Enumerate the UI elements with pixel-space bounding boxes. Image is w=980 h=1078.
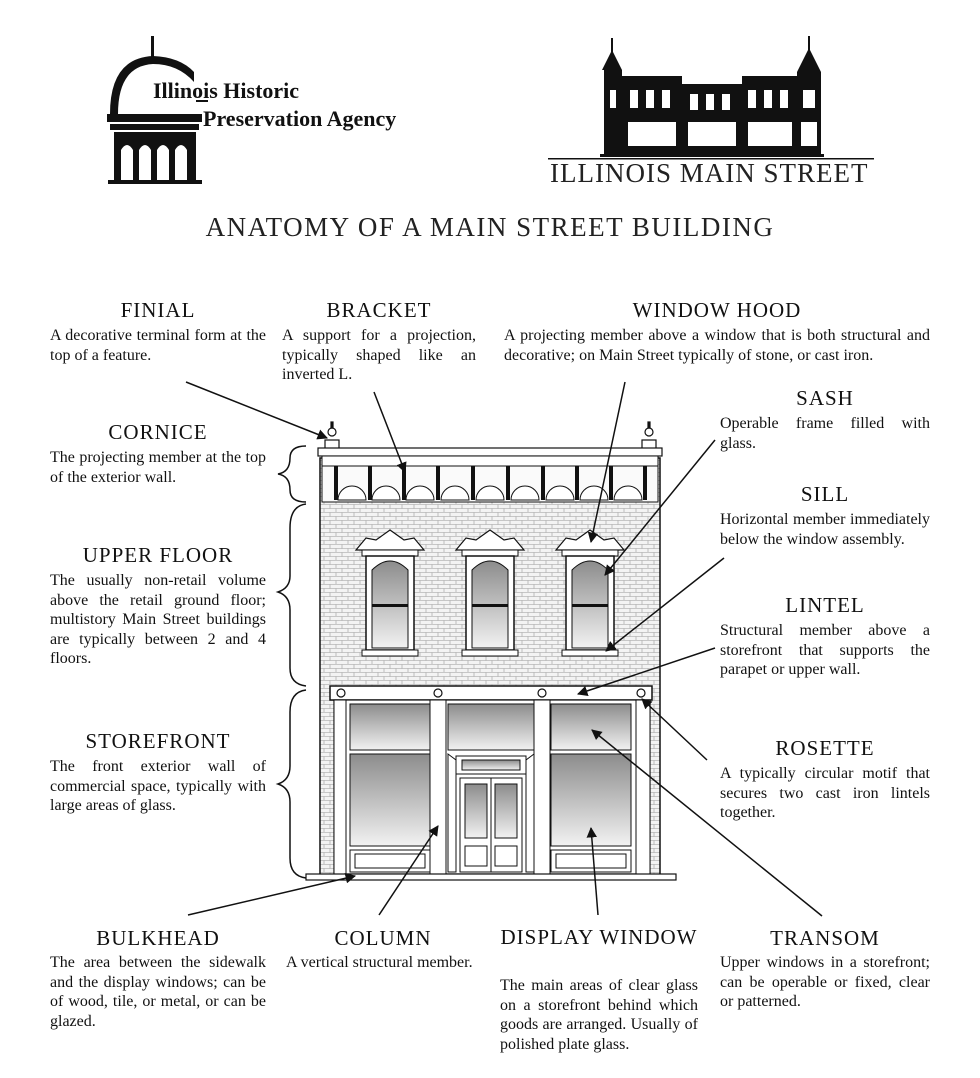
column-definition: A vertical structural member. xyxy=(286,954,473,971)
column-term: COLUMN xyxy=(334,926,432,950)
bracket-term: BRACKET xyxy=(326,298,432,322)
window-hood-term: WINDOW HOOD xyxy=(632,298,802,322)
upper-floor-definition: The usually non-retail volume above the … xyxy=(50,572,266,667)
storefront-definition: The front exterior wall of commercial sp… xyxy=(50,758,266,814)
bracket-definition: A support for a projection, typically sh… xyxy=(282,327,476,383)
sill-definition: Horizontal member immediately below the … xyxy=(720,511,930,548)
lintel-definition: Structural member above a storefront tha… xyxy=(720,622,930,678)
sidewalk xyxy=(305,873,677,881)
rosette-definition: A typically circular motif that secures … xyxy=(720,765,930,821)
window-hood-definition: A projecting member above a window that … xyxy=(504,327,930,364)
cornice xyxy=(317,447,663,503)
sash-term: SASH xyxy=(796,386,854,410)
transom-term: TRANSOM xyxy=(770,926,880,950)
cornice-term: CORNICE xyxy=(108,420,208,444)
upper-window-left xyxy=(354,529,426,657)
upper-floor-term: UPPER FLOOR xyxy=(82,543,234,567)
ihpa-logo xyxy=(107,36,208,184)
finial-definition: A decorative terminal form at the top of… xyxy=(50,327,266,364)
page-title: ANATOMY OF A MAIN STREET BUILDING xyxy=(205,212,775,242)
ihpa-name-line1: Illinois Historic xyxy=(153,78,300,103)
bulkhead-term: BULKHEAD xyxy=(96,926,220,950)
ihpa-name-line2: Preservation Agency xyxy=(203,106,397,131)
cornice-definition: The projecting member at the top of the … xyxy=(50,449,266,486)
lintel xyxy=(329,685,653,701)
lintel-term: LINTEL xyxy=(785,593,865,617)
leader-lines xyxy=(185,381,823,917)
upper-window-right xyxy=(554,529,626,657)
ims-title: ILLINOIS MAIN STREET xyxy=(550,158,869,188)
transom-definition: Upper windows in a storefront; can be op… xyxy=(720,954,930,1010)
display-window-definition: The main areas of clear glass on a store… xyxy=(500,977,698,1053)
sill-term: SILL xyxy=(800,482,850,506)
rosette-term: ROSETTE xyxy=(775,736,875,760)
upper-window-center xyxy=(454,529,526,657)
bulkhead-definition: The area between the sidewalk and the di… xyxy=(50,954,266,1030)
storefront xyxy=(333,699,651,875)
finial-term: FINIAL xyxy=(120,298,196,322)
sash-definition: Operable frame filled with glass. xyxy=(720,415,930,452)
braces xyxy=(275,445,307,879)
storefront-term: STOREFRONT xyxy=(85,729,231,753)
ims-streetscape-logo xyxy=(548,36,874,160)
display-window-term: DISPLAY WINDOW xyxy=(500,925,698,949)
